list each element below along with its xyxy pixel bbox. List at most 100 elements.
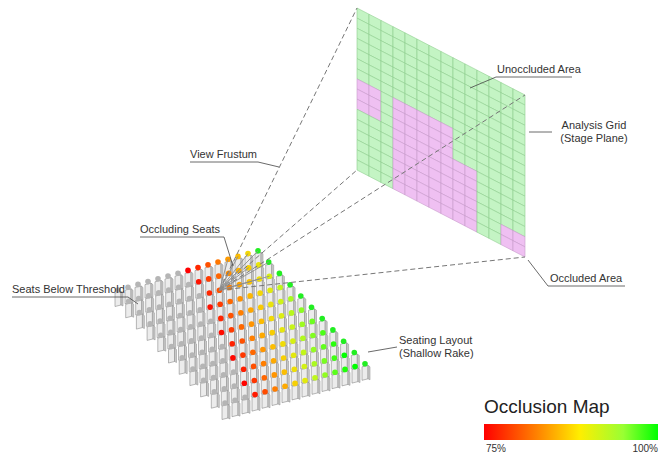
seat <box>158 332 166 351</box>
seat <box>241 366 249 385</box>
seat <box>248 307 256 326</box>
seat <box>281 355 289 374</box>
seat <box>175 270 183 289</box>
seat <box>200 364 208 383</box>
seat <box>126 299 134 318</box>
leader-lines <box>12 77 625 352</box>
seat <box>261 361 269 380</box>
seat <box>259 333 267 352</box>
seat <box>312 375 320 394</box>
grid-cell <box>441 203 453 219</box>
seat <box>165 273 173 292</box>
seat <box>189 338 197 357</box>
seat <box>331 355 339 374</box>
seat <box>217 302 225 321</box>
leader-line <box>140 237 233 266</box>
seat <box>320 330 328 349</box>
seat <box>291 367 299 386</box>
seat <box>288 296 296 315</box>
seat <box>321 358 329 377</box>
seat <box>199 349 207 368</box>
seat <box>289 310 297 329</box>
seat <box>241 381 249 400</box>
seat <box>266 259 274 278</box>
seat <box>125 284 133 303</box>
seat <box>135 282 143 301</box>
seat <box>228 313 236 332</box>
seat <box>257 290 265 309</box>
seat <box>230 355 238 374</box>
seat <box>330 327 338 346</box>
seat <box>237 296 245 315</box>
seat <box>185 268 193 287</box>
seat <box>209 347 217 366</box>
seat <box>190 366 198 385</box>
seat <box>206 276 214 295</box>
seat <box>309 319 317 338</box>
seat <box>176 299 184 318</box>
callout-label: View Frustum <box>190 148 257 161</box>
seat <box>322 372 330 391</box>
seat <box>240 352 248 371</box>
seat <box>278 299 286 318</box>
seat <box>239 338 247 357</box>
seat <box>145 279 153 298</box>
seat <box>270 344 278 363</box>
seat <box>156 290 164 309</box>
seat <box>147 321 155 340</box>
leader-line <box>528 260 625 286</box>
seat <box>271 372 279 391</box>
seat <box>238 310 246 329</box>
callout-label: Occlusion Map <box>484 396 610 418</box>
seat <box>136 310 144 329</box>
leader-line <box>470 77 572 88</box>
seat <box>232 397 240 416</box>
seat <box>269 330 277 349</box>
seat <box>198 321 206 340</box>
seat <box>209 333 217 352</box>
seat <box>178 327 186 346</box>
seat <box>215 259 223 278</box>
seat <box>258 304 266 323</box>
seat <box>290 338 298 357</box>
grid-cell <box>453 210 465 226</box>
seat <box>331 341 339 360</box>
seat <box>249 335 257 354</box>
seat <box>301 364 309 383</box>
leader-line <box>190 162 279 167</box>
seat <box>211 389 219 408</box>
seat <box>186 282 194 301</box>
seat <box>269 316 277 335</box>
seat <box>262 389 270 408</box>
seat <box>341 338 349 357</box>
seat <box>299 321 307 340</box>
seat <box>311 347 319 366</box>
seat <box>342 367 350 386</box>
seat <box>177 313 185 332</box>
seat <box>302 378 310 397</box>
seat <box>242 395 250 414</box>
seat <box>289 324 297 343</box>
seat <box>279 327 287 346</box>
grid-cell <box>357 160 369 176</box>
callout-label: Occluded Area <box>550 272 622 285</box>
callout-label: Seating Layout (Shallow Rake) <box>399 334 489 360</box>
grid-cell <box>513 241 525 257</box>
seat <box>271 358 279 377</box>
grid-cell <box>417 191 429 207</box>
seat <box>136 296 144 315</box>
seat <box>298 293 306 312</box>
seat <box>227 299 235 318</box>
seat <box>311 361 319 380</box>
seat <box>267 288 275 307</box>
callout-label: Seats Below Threshold <box>12 283 125 296</box>
seat <box>179 341 187 360</box>
legend-gradient <box>484 424 658 440</box>
seat <box>155 276 163 295</box>
seat <box>299 307 307 326</box>
seat <box>219 344 227 363</box>
seat <box>205 262 213 281</box>
callout-label: Occluding Seats <box>140 223 220 236</box>
leader-line <box>12 297 138 304</box>
